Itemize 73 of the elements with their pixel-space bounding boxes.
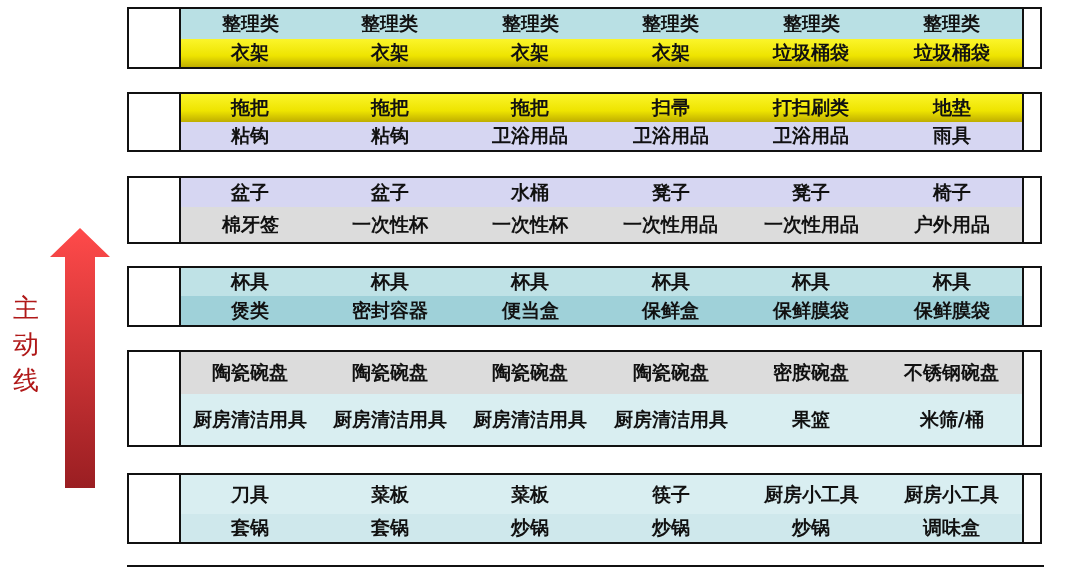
item-label: 杯具 bbox=[179, 268, 322, 298]
item-label: 整理类 bbox=[460, 9, 603, 41]
item-label: 陶瓷碗盘 bbox=[600, 352, 743, 396]
item-label: 密胺碗盘 bbox=[741, 352, 884, 396]
item-label: 菜板 bbox=[460, 475, 603, 516]
item-label: 一次性杯 bbox=[460, 207, 603, 244]
item-label: 整理类 bbox=[741, 9, 884, 41]
direction-label: 主动线 bbox=[12, 292, 40, 397]
item-label: 厨房清洁用具 bbox=[460, 394, 603, 447]
item-label: 套锅 bbox=[319, 514, 462, 544]
item-label: 棉牙签 bbox=[179, 207, 322, 244]
item-label: 煲类 bbox=[179, 296, 322, 327]
item-label: 衣架 bbox=[179, 39, 322, 69]
item-label: 陶瓷碗盘 bbox=[319, 352, 462, 396]
item-label: 一次性用品 bbox=[600, 207, 743, 244]
item-label: 凳子 bbox=[600, 178, 743, 209]
item-label: 杯具 bbox=[460, 268, 603, 298]
item-label: 凳子 bbox=[741, 178, 884, 209]
item-label: 户外用品 bbox=[881, 207, 1024, 244]
item-label: 整理类 bbox=[179, 9, 322, 41]
item-label: 拖把 bbox=[319, 94, 462, 124]
item-label: 粘钩 bbox=[319, 122, 462, 152]
item-label: 炒锅 bbox=[600, 514, 743, 544]
item-label: 拖把 bbox=[460, 94, 603, 124]
item-label: 垃圾桶袋 bbox=[881, 39, 1024, 69]
item-label: 扫帚 bbox=[600, 94, 743, 124]
item-label: 菜板 bbox=[319, 475, 462, 516]
item-label: 卫浴用品 bbox=[741, 122, 884, 152]
item-label: 保鲜盒 bbox=[600, 296, 743, 327]
item-label: 盆子 bbox=[319, 178, 462, 209]
item-label: 衣架 bbox=[460, 39, 603, 69]
item-label: 衣架 bbox=[600, 39, 743, 69]
item-label: 粘钩 bbox=[179, 122, 322, 152]
item-label: 套锅 bbox=[179, 514, 322, 544]
item-label: 调味盒 bbox=[881, 514, 1024, 544]
item-label: 便当盒 bbox=[460, 296, 603, 327]
item-label: 地垫 bbox=[881, 94, 1024, 124]
item-label: 果篮 bbox=[741, 394, 884, 447]
item-label: 陶瓷碗盘 bbox=[460, 352, 603, 396]
item-label: 雨具 bbox=[881, 122, 1024, 152]
item-label: 杯具 bbox=[600, 268, 743, 298]
item-label: 不锈钢碗盘 bbox=[881, 352, 1024, 396]
item-label: 密封容器 bbox=[319, 296, 462, 327]
item-label: 保鲜膜袋 bbox=[741, 296, 884, 327]
item-label: 保鲜膜袋 bbox=[881, 296, 1024, 327]
item-label: 筷子 bbox=[600, 475, 743, 516]
item-label: 炒锅 bbox=[741, 514, 884, 544]
item-label: 厨房小工具 bbox=[881, 475, 1024, 516]
item-label: 一次性杯 bbox=[319, 207, 462, 244]
item-label: 整理类 bbox=[600, 9, 743, 41]
item-label: 厨房小工具 bbox=[741, 475, 884, 516]
item-label: 打扫刷类 bbox=[741, 94, 884, 124]
item-label: 水桶 bbox=[460, 178, 603, 209]
item-label: 卫浴用品 bbox=[600, 122, 743, 152]
item-label: 杯具 bbox=[741, 268, 884, 298]
item-label: 衣架 bbox=[319, 39, 462, 69]
item-label: 米筛/桶 bbox=[881, 394, 1024, 447]
item-label: 椅子 bbox=[881, 178, 1024, 209]
item-label: 厨房清洁用具 bbox=[319, 394, 462, 447]
item-label: 拖把 bbox=[179, 94, 322, 124]
item-label: 厨房清洁用具 bbox=[179, 394, 322, 447]
item-label: 整理类 bbox=[881, 9, 1024, 41]
item-label: 杯具 bbox=[881, 268, 1024, 298]
item-label: 刀具 bbox=[179, 475, 322, 516]
item-label: 卫浴用品 bbox=[460, 122, 603, 152]
item-label: 一次性用品 bbox=[741, 207, 884, 244]
item-label: 盆子 bbox=[179, 178, 322, 209]
item-label: 整理类 bbox=[319, 9, 462, 41]
item-label: 厨房清洁用具 bbox=[600, 394, 743, 447]
item-label: 杯具 bbox=[319, 268, 462, 298]
item-label: 陶瓷碗盘 bbox=[179, 352, 322, 396]
item-label: 炒锅 bbox=[460, 514, 603, 544]
item-label: 垃圾桶袋 bbox=[741, 39, 884, 69]
